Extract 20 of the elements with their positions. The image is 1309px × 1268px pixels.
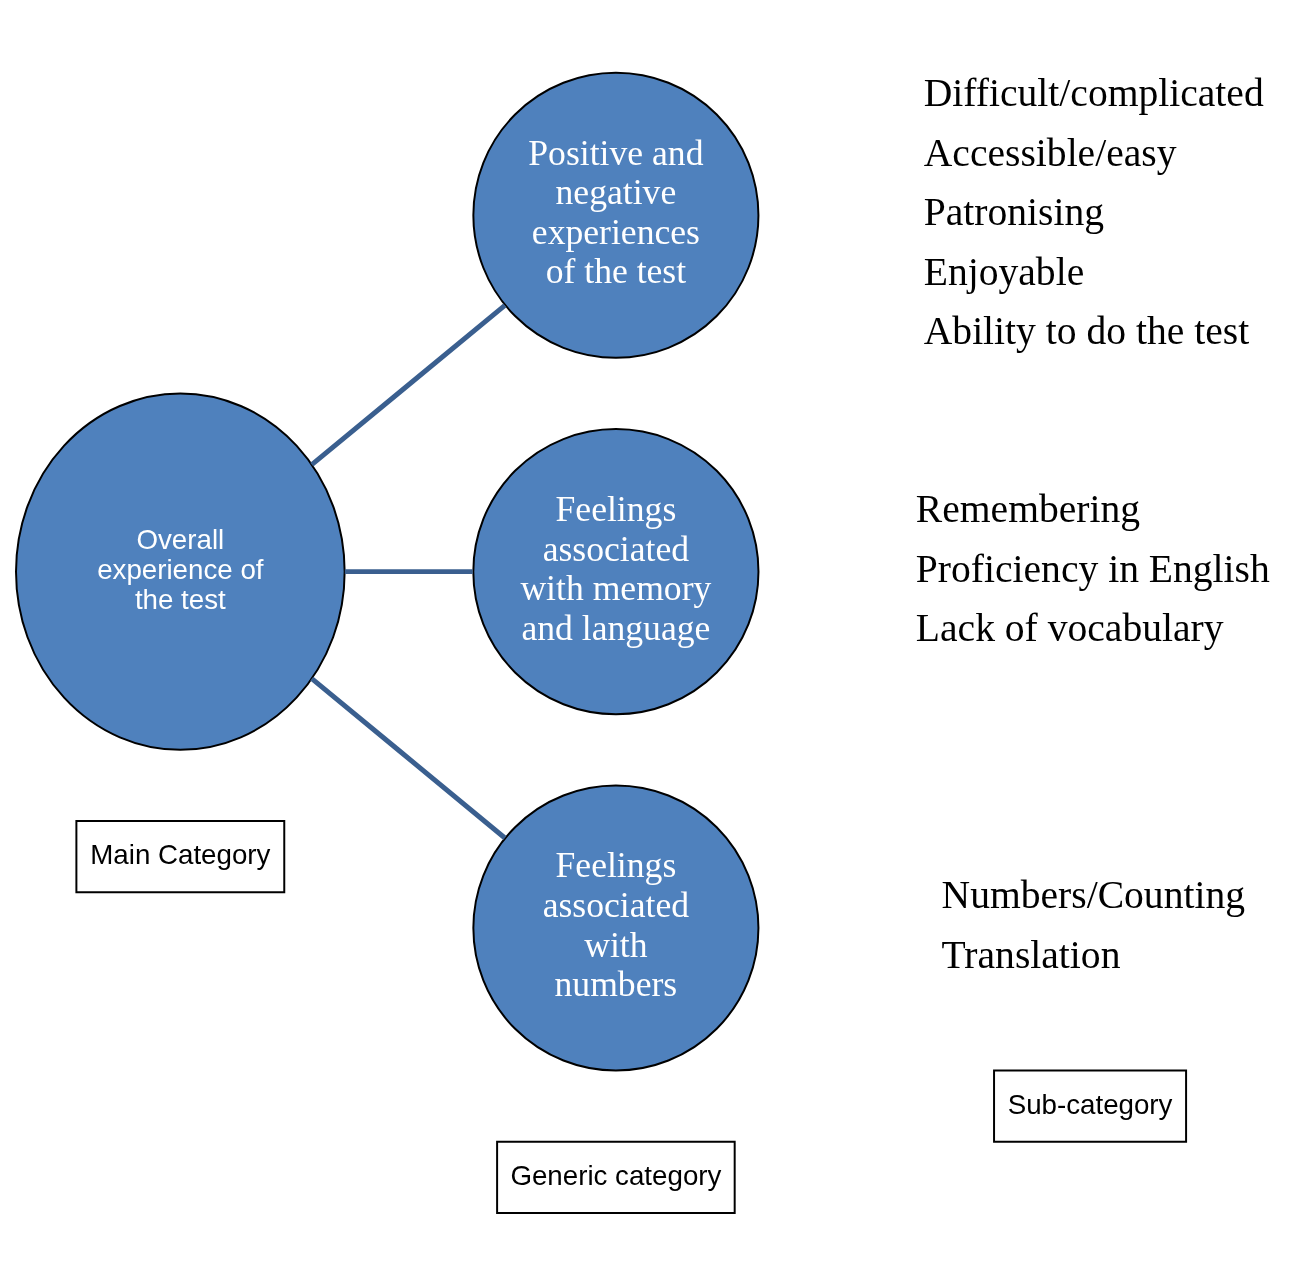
node-circle: Positive and negative experiences of the test <box>472 71 760 359</box>
node-label: Translation <box>941 932 1121 977</box>
node-circle: Overall experience of the test <box>15 392 346 751</box>
node-circle: Feelings associated with memory and language <box>472 428 760 716</box>
node-label: Numbers/Counting <box>941 873 1246 918</box>
connector <box>344 569 473 575</box>
connector <box>310 303 507 467</box>
node-label: Lack of vocabulary <box>915 605 1224 650</box>
node-box: Generic category <box>496 1140 736 1215</box>
node-box: Main Category <box>75 820 286 894</box>
node-box: Sub-category <box>993 1069 1188 1143</box>
node-label: Remembering <box>915 487 1141 532</box>
node-label: Ability to do the test <box>923 308 1250 353</box>
node-label: Accessible/easy <box>923 130 1177 175</box>
node-label: Difficult/complicated <box>923 71 1264 116</box>
node-label: Proficiency in English <box>915 546 1270 591</box>
node-label: Patronising <box>923 190 1105 235</box>
node-label: Enjoyable <box>923 249 1085 294</box>
connector <box>310 676 507 840</box>
node-circle: Feelings associated with numbers <box>472 784 760 1072</box>
